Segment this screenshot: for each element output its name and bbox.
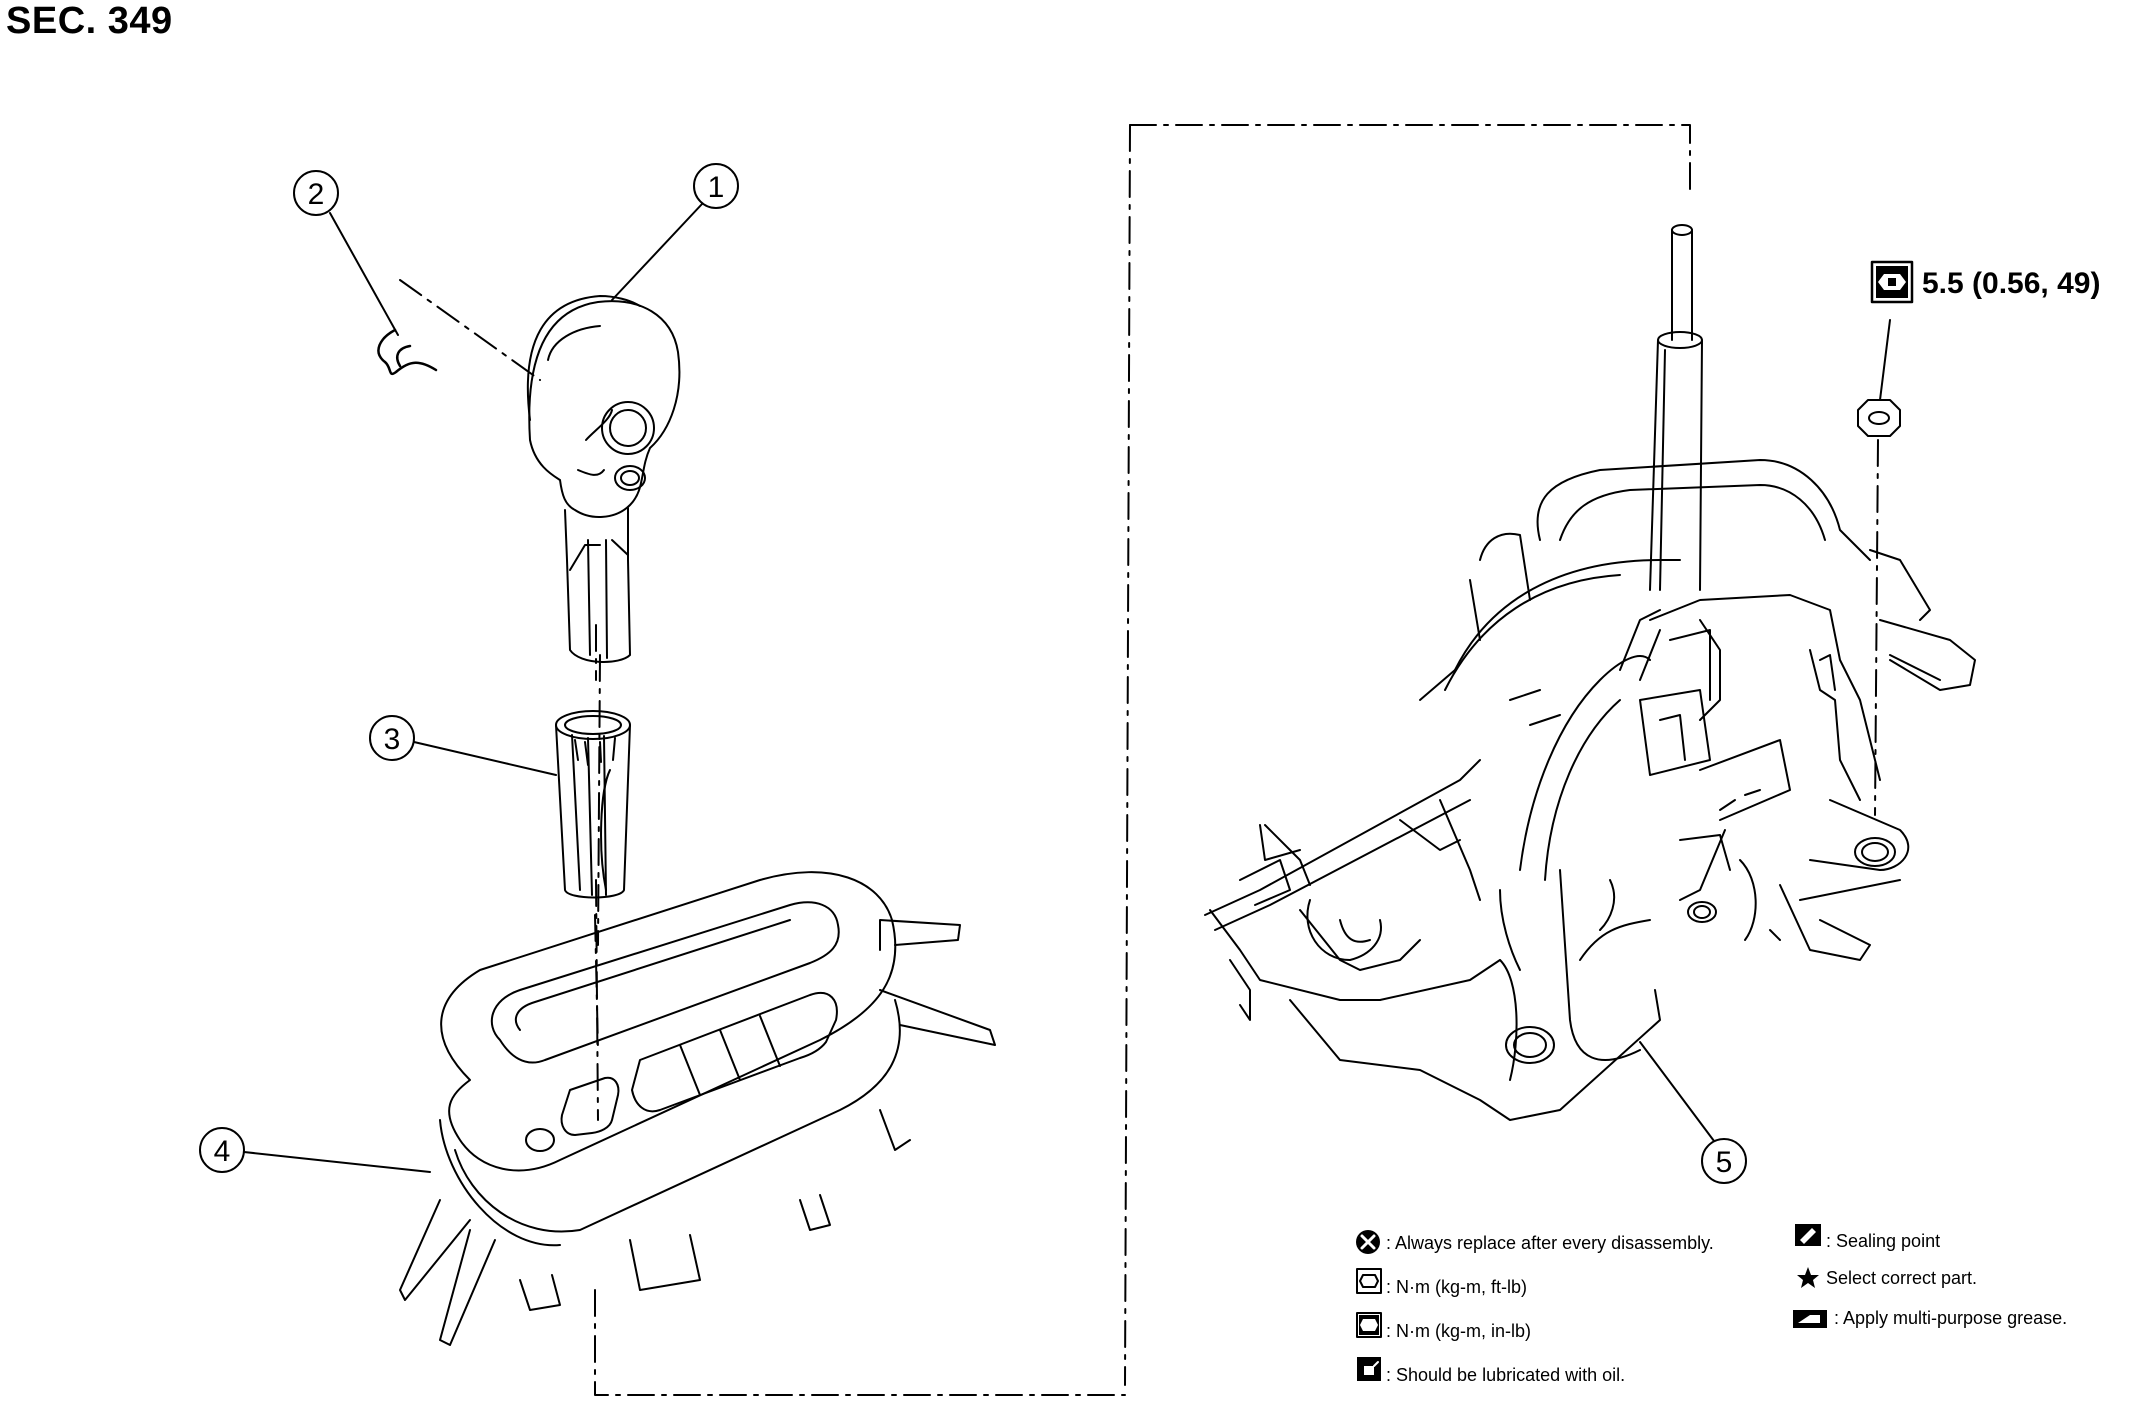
nut-part — [1857, 319, 1901, 437]
legend-text-replace: : Always replace after every disassembly… — [1386, 1233, 1714, 1253]
callout-1-label: 1 — [708, 171, 725, 204]
callout-2-label: 2 — [308, 178, 325, 211]
knob-cover-part — [555, 710, 631, 899]
legend-text-grease: : Apply multi-purpose grease. — [1834, 1308, 2067, 1328]
callout-3 — [369, 715, 557, 776]
legend-text-sealing: : Sealing point — [1826, 1231, 1940, 1251]
assembly-path-line — [399, 124, 1879, 1396]
selector-knob-part — [526, 295, 681, 663]
section-label: SEC. 349 — [6, 0, 173, 42]
legend-text-torque-ftlb: : N·m (kg-m, ft-lb) — [1386, 1277, 1527, 1297]
torque-wrench-icon — [1870, 260, 1914, 304]
legend-text-select-part: Select correct part. — [1826, 1268, 1977, 1288]
indicator-panel-part — [399, 871, 996, 1346]
callout-3-label: 3 — [384, 723, 401, 756]
replace-x-icon — [1356, 1230, 1380, 1254]
torque-inlb-icon — [1356, 1312, 1382, 1338]
grease-icon — [1793, 1310, 1827, 1328]
callout-4-label: 4 — [214, 1135, 231, 1168]
sealing-point-icon — [1795, 1224, 1821, 1246]
control-device-part — [1204, 224, 1976, 1121]
callout-5 — [1639, 1041, 1747, 1184]
oil-can-icon — [1357, 1357, 1381, 1381]
torque-spec-label: 5.5 (0.56, 49) — [1922, 267, 2100, 300]
callout-1 — [611, 163, 739, 301]
callout-2 — [293, 170, 399, 336]
callout-5-label: 5 — [1716, 1146, 1733, 1179]
legend-text-torque-inlb: : N·m (kg-m, in-lb) — [1386, 1321, 1531, 1341]
clip-part — [377, 328, 438, 376]
callout-4 — [199, 1127, 431, 1173]
star-icon — [1797, 1267, 1819, 1288]
torque-ftlb-icon — [1356, 1268, 1382, 1294]
legend-text-oil: : Should be lubricated with oil. — [1386, 1365, 1625, 1385]
